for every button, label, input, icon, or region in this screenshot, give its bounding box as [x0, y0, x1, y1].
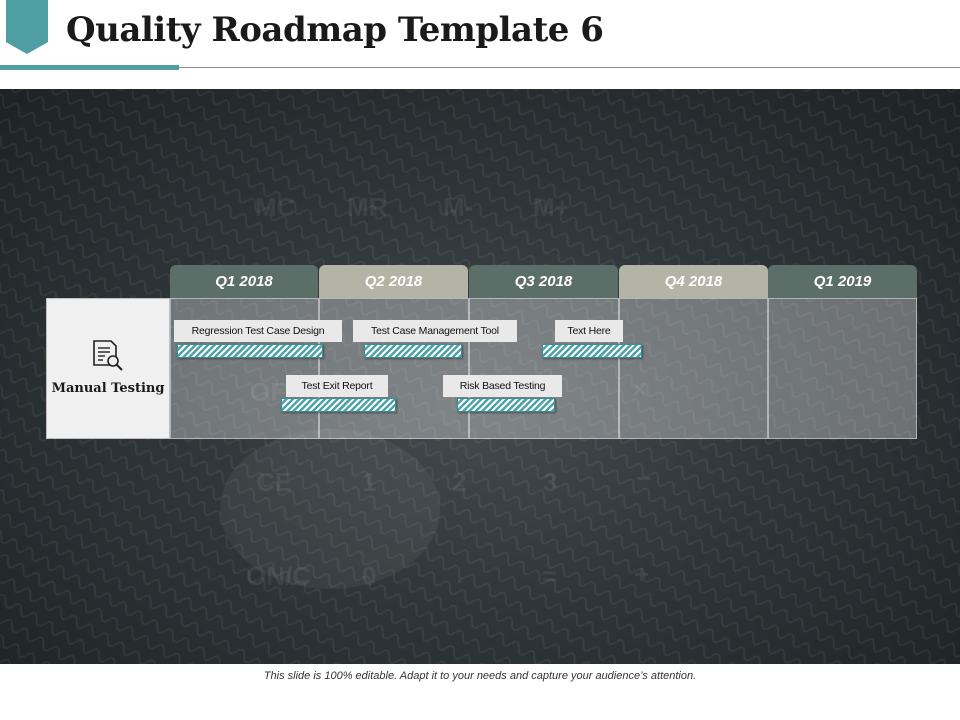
bg-key-mr: MR: [347, 192, 388, 222]
task-bar-risk-based-testing: [457, 398, 555, 412]
title-underline: [179, 67, 960, 68]
task-label-text-here: Text Here: [555, 320, 623, 342]
footer-note: This slide is 100% editable. Adapt it to…: [263, 670, 697, 682]
title-accent-tab: [6, 0, 48, 54]
bg-key-mc: MC: [255, 192, 296, 222]
task-label-test-case-management-tool: Test Case Management Tool: [353, 320, 517, 342]
row-label-manual-testing: Manual Testing: [46, 298, 170, 439]
task-label-test-exit-report: Test Exit Report: [286, 375, 388, 397]
task-bar-regression-test-case-design: [177, 344, 323, 358]
quarter-header-q1-2019: Q1 2019: [768, 265, 917, 298]
page-title: Quality Roadmap Template 6: [66, 10, 604, 50]
task-bar-test-exit-report: [281, 398, 396, 412]
bg-key-m-minus: M-: [443, 192, 474, 222]
task-label-risk-based-testing: Risk Based Testing: [443, 375, 562, 397]
document-search-icon: [93, 340, 123, 371]
grid-cell-q4-2018: [619, 298, 768, 439]
bg-key-ce: CE: [256, 467, 293, 497]
bg-key-on-c: ON/C: [246, 561, 311, 591]
bg-key-times: ×: [632, 374, 648, 404]
title-underline-accent: [0, 65, 179, 70]
quarter-header-q1-2018: Q1 2018: [170, 265, 318, 298]
task-bar-test-case-management-tool: [364, 344, 462, 358]
bg-key-equals: =: [542, 561, 558, 591]
bg-key-minus: −: [636, 463, 652, 493]
row-label-text: Manual Testing: [51, 381, 165, 396]
quarter-header-q4-2018: Q4 2018: [619, 265, 768, 298]
bg-key-dot: .: [456, 559, 464, 589]
quarter-header-q2-2018: Q2 2018: [319, 265, 468, 298]
task-label-regression-test-case-design: Regression Test Case Design: [174, 320, 342, 342]
bg-key-plus: +: [634, 559, 650, 589]
bg-key-m-plus: M+: [533, 192, 570, 222]
bg-key-3: 3: [543, 467, 558, 497]
task-bar-text-here: [542, 344, 642, 358]
bg-key-0: 0: [362, 561, 377, 591]
grid-cell-q1-2019: [768, 298, 917, 439]
bg-key-2: 2: [452, 467, 467, 497]
quarter-header-q3-2018: Q3 2018: [469, 265, 618, 298]
bg-key-1: 1: [362, 467, 377, 497]
